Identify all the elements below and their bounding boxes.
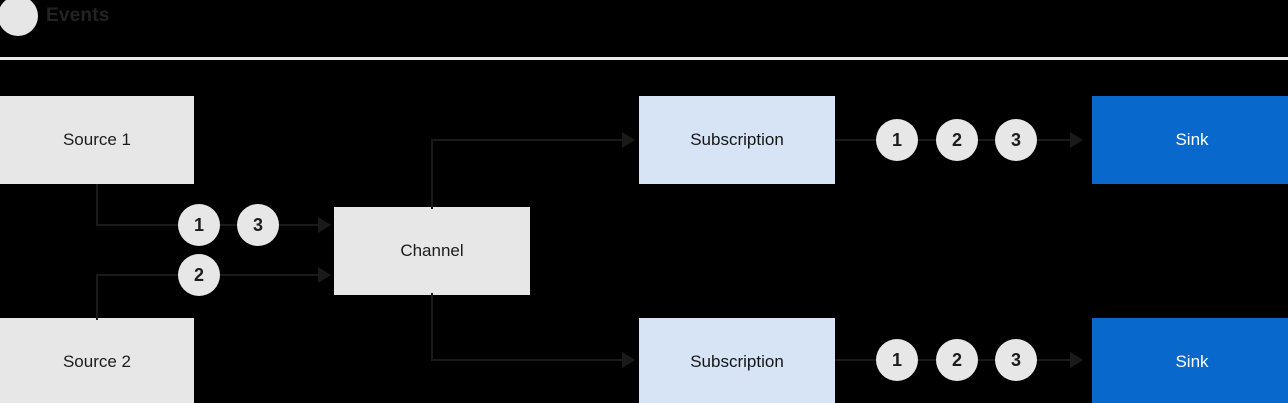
event-token: 3 xyxy=(995,339,1037,381)
event-token-label: 1 xyxy=(891,349,902,370)
event-token-label: 1 xyxy=(193,214,204,235)
arrowhead-channel-subscription-top xyxy=(622,132,635,148)
event-token-label: 1 xyxy=(891,129,902,150)
header-divider xyxy=(0,57,1288,60)
event-token: 1 xyxy=(876,339,918,381)
event-token-label: 3 xyxy=(1010,349,1021,370)
arrowhead-source2-channel xyxy=(318,267,331,283)
arrowhead-channel-subscription-bottom xyxy=(622,352,635,368)
node-sink-top-label: Sink xyxy=(1175,130,1209,149)
legend-label: Events xyxy=(46,5,110,26)
node-source-2-label: Source 2 xyxy=(62,352,132,371)
event-token: 2 xyxy=(936,339,978,381)
event-token-label: 2 xyxy=(951,129,962,150)
event-token: 3 xyxy=(995,119,1037,161)
node-sink-bottom[interactable]: Sink xyxy=(1092,318,1288,403)
node-sink-bottom-label: Sink xyxy=(1175,352,1209,371)
event-token: 3 xyxy=(237,204,279,246)
node-source-1-label: Source 1 xyxy=(62,130,132,149)
event-token-label: 3 xyxy=(252,214,263,235)
node-channel[interactable]: Channel xyxy=(334,207,530,295)
arrowhead-subscription-bottom-sink xyxy=(1070,352,1083,368)
node-subscription-top[interactable]: Subscription xyxy=(639,96,835,184)
connector-channel-subscription-bottom-horizontal xyxy=(431,359,623,361)
connector-source2-channel-vertical xyxy=(96,276,98,320)
arrowhead-source1-channel xyxy=(318,217,331,233)
event-token: 1 xyxy=(876,119,918,161)
arrowhead-subscription-top-sink xyxy=(1070,132,1083,148)
node-subscription-top-label: Subscription xyxy=(690,130,784,149)
connector-channel-subscription-bottom-vertical xyxy=(431,293,433,361)
node-source-1[interactable]: Source 1 xyxy=(0,96,194,184)
node-channel-label: Channel xyxy=(400,241,464,260)
event-token: 2 xyxy=(936,119,978,161)
node-subscription-bottom[interactable]: Subscription xyxy=(639,318,835,403)
event-token-label: 3 xyxy=(1010,129,1021,150)
event-token-label: 2 xyxy=(193,264,204,285)
node-source-2[interactable]: Source 2 xyxy=(0,318,194,403)
node-sink-top[interactable]: Sink xyxy=(1092,96,1288,184)
event-token: 2 xyxy=(178,254,220,296)
circle-icon xyxy=(0,0,38,36)
connector-source1-channel-vertical xyxy=(96,184,98,226)
event-token: 1 xyxy=(178,204,220,246)
event-token-label: 2 xyxy=(951,349,962,370)
connector-channel-subscription-top-horizontal xyxy=(431,139,623,141)
node-subscription-bottom-label: Subscription xyxy=(690,352,784,371)
connector-channel-subscription-top-vertical xyxy=(431,139,433,209)
